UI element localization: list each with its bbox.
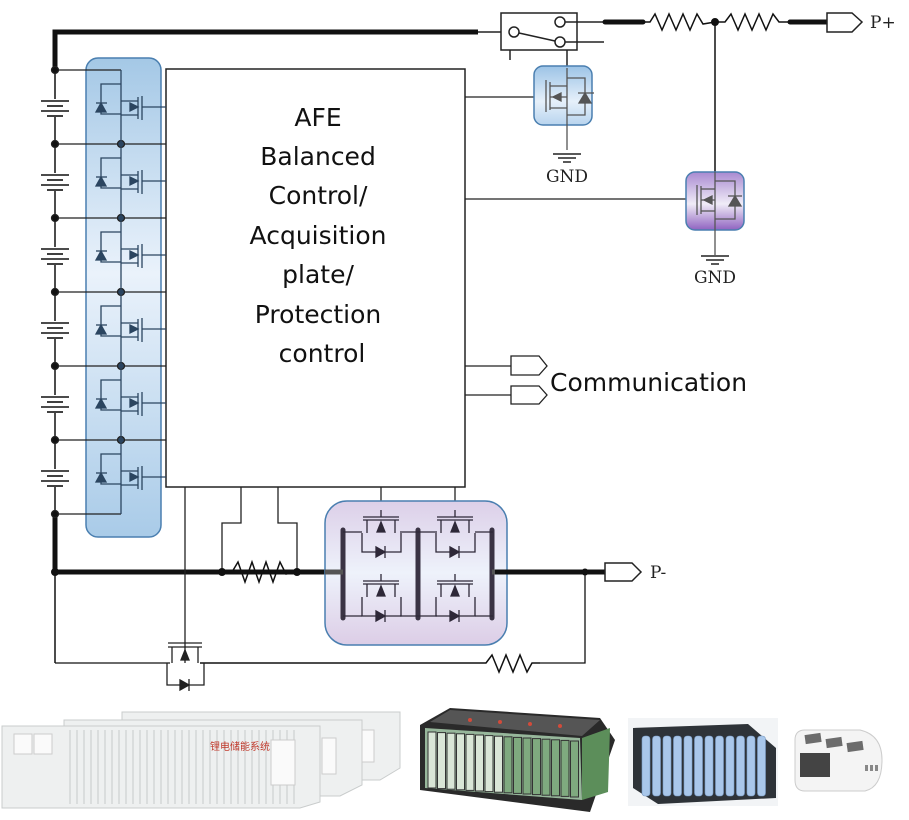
afe-label-line: AFE [294, 103, 341, 132]
photo-cylindrical-cell-pack [628, 718, 778, 806]
ground-icon [701, 256, 729, 264]
resistor-2 [715, 14, 790, 30]
comm-port-1 [511, 356, 547, 375]
photo-battery-module [410, 700, 620, 815]
ground-icon [553, 154, 581, 162]
battery-cell-icon [40, 247, 70, 265]
bottom-mosfet [167, 643, 204, 691]
junction-dot [52, 289, 59, 296]
afe-label-line: Balanced [260, 142, 376, 171]
main-relay-switch [478, 13, 605, 68]
bms-circuit-diagram: AFE Balanced Control/ Acquisition plate/… [0, 0, 909, 700]
battery-cell-icon [40, 469, 70, 487]
junction-dot [52, 437, 59, 444]
gnd-label-1: GND [546, 167, 588, 187]
battery-cell-icon [40, 321, 70, 339]
p-minus-label: P- [650, 563, 666, 583]
photo-drone-battery [790, 725, 885, 795]
junction-dot [52, 215, 59, 222]
junction-dot [52, 363, 59, 370]
junction-dot [52, 141, 59, 148]
gnd-label-2: GND [694, 268, 736, 288]
afe-label-line: Acquisition [250, 221, 387, 250]
p-minus-connector [605, 563, 641, 581]
comm-port-2 [511, 386, 547, 404]
communication-label: Communication [550, 368, 747, 397]
p-plus-connector [827, 13, 862, 32]
afe-label-line: Protection [255, 300, 381, 329]
balance-mosfet-column [86, 58, 161, 537]
battery-cell-icon [40, 99, 70, 117]
communication-ports [465, 356, 547, 404]
afe-label-line: Control/ [269, 181, 368, 210]
resistor-3 [200, 655, 540, 672]
afe-label-line: control [279, 339, 366, 368]
p-plus-line [605, 14, 828, 172]
afe-label-line: plate/ [282, 260, 354, 289]
photo-energy-storage-containers: 锂电储能系统 [0, 700, 405, 810]
afe-label: AFE Balanced Control/ Acquisition plate/… [250, 103, 395, 368]
p-plus-label: P+ [870, 13, 896, 33]
battery-cell-icon [40, 395, 70, 413]
battery-cell-icon [40, 173, 70, 191]
container-label: 锂电储能系统 [210, 740, 270, 753]
resistor-1 [643, 14, 715, 30]
